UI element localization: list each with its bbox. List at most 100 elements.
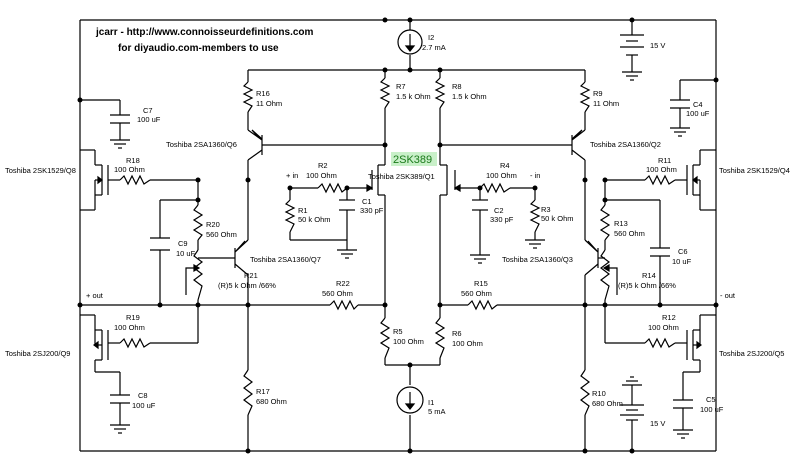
label-c9-value: 10 uF — [176, 249, 196, 258]
label-c5: C5 — [706, 395, 716, 404]
resistor-r2 — [317, 182, 348, 194]
current-source-i1 — [396, 386, 424, 414]
label-r5: R5 — [393, 327, 403, 336]
part-highlight-label: 2SK389 — [393, 154, 432, 166]
resistor-r3 — [529, 199, 541, 233]
label-r16: R16 — [256, 89, 270, 98]
resistor-r13 — [599, 204, 611, 241]
label-q8: Toshiba 2SK1529/Q8 — [5, 166, 76, 175]
label-r17-value: 680 Ohm — [256, 397, 287, 406]
ground-symbols — [110, 71, 693, 439]
label-c7-value: 100 uF — [137, 115, 161, 124]
label-v15-bottom: 15 V — [650, 419, 665, 428]
ground-input-right — [470, 254, 490, 264]
label-i1-value: 5 mA — [428, 407, 446, 416]
capacitor-c5 — [673, 399, 693, 409]
battery-15v-bottom — [620, 404, 644, 421]
component-labels: I2 2.7 mA I1 5 mA 15 V 15 V R7 1.5 k Ohm… — [5, 33, 790, 428]
capacitor-c9 — [150, 237, 170, 251]
label-r14-value: (R)5 k Ohm /66% — [618, 281, 676, 290]
label-r21-value: (R)5 k Ohm /66% — [218, 281, 276, 290]
label-c9: C9 — [178, 239, 188, 248]
ground-c4 — [670, 127, 690, 137]
resistor-r1 — [284, 199, 296, 233]
label-r22-value: 560 Ohm — [322, 289, 353, 298]
label-r14: R14 — [642, 271, 656, 280]
label-r22: R22 — [336, 279, 350, 288]
part-highlight — [391, 152, 437, 166]
label-r4: R4 — [500, 161, 510, 170]
label-r7-value: 1.5 k Ohm — [396, 92, 431, 101]
label-r3: R3 — [541, 205, 551, 214]
label-q3: Toshiba 2SA1360/Q3 — [502, 255, 573, 264]
transistor-q3 — [584, 239, 599, 276]
label-r2-value: 100 Ohm — [306, 171, 337, 180]
label-out-positive: + out — [86, 291, 104, 300]
capacitor-c1 — [339, 199, 355, 211]
label-r6: R6 — [452, 329, 462, 338]
label-r13-value: 560 Ohm — [614, 229, 645, 238]
label-r10: R10 — [592, 389, 606, 398]
transistor-q1 — [366, 164, 461, 196]
ground-v15-top — [622, 71, 642, 81]
label-r8: R8 — [452, 82, 462, 91]
resistor-r16 — [242, 81, 254, 113]
label-r19: R19 — [126, 313, 140, 322]
resistor-r4 — [479, 182, 511, 194]
resistor-r15 — [467, 299, 498, 311]
label-q4: Toshiba 2SK1529/Q4 — [719, 166, 790, 175]
capacitor-c4 — [670, 99, 690, 109]
label-i2: I2 — [428, 33, 434, 42]
wiring — [79, 19, 717, 452]
label-q5: Toshiba 2SJ200/Q5 — [719, 349, 784, 358]
label-c2-value: 330 pF — [490, 215, 514, 224]
resistor-r17 — [243, 369, 253, 416]
resistor-r18 — [119, 174, 151, 186]
header-line-2: for diyaudio.com-members to use — [118, 43, 279, 54]
transistor-q7 — [234, 239, 249, 276]
label-c6: C6 — [678, 247, 688, 256]
capacitor-c7 — [110, 114, 130, 124]
resistors — [119, 77, 676, 416]
transistor-q4 — [686, 164, 701, 196]
label-q7: Toshiba 2SA1360/Q7 — [250, 255, 321, 264]
label-r18-value: 100 Ohm — [114, 165, 145, 174]
battery-15v-top — [620, 34, 644, 56]
resistor-r10 — [580, 369, 590, 416]
label-q6: Toshiba 2SA1360/Q6 — [166, 140, 237, 149]
label-r11: R11 — [658, 156, 671, 165]
label-input-positive: + in — [286, 171, 298, 180]
label-r1-value: 50 k Ohm — [298, 215, 331, 224]
label-r11-value: 100 Ohm — [646, 165, 677, 174]
label-r8-value: 1.5 k Ohm — [452, 92, 487, 101]
label-c4-value: 100 uF — [686, 109, 710, 118]
transistor-q9 — [93, 329, 109, 361]
ground-input-left — [337, 249, 357, 259]
ground-c7 — [110, 139, 130, 149]
label-c1: C1 — [362, 197, 372, 206]
label-r6-value: 100 Ohm — [452, 339, 483, 348]
label-c6-value: 10 uF — [672, 257, 692, 266]
label-r12: R12 — [662, 313, 676, 322]
resistor-r7 — [379, 77, 391, 109]
label-r15: R15 — [474, 279, 488, 288]
label-c1-value: 330 pF — [360, 206, 384, 215]
label-c2: C2 — [494, 206, 504, 215]
label-r12-value: 100 Ohm — [648, 323, 679, 332]
label-r18: R18 — [126, 156, 140, 165]
label-r20: R20 — [206, 220, 220, 229]
transistor-q8 — [94, 164, 109, 196]
label-c8: C8 — [138, 391, 148, 400]
label-r1: R1 — [298, 206, 308, 215]
resistor-r22 — [329, 299, 359, 311]
capacitors — [110, 99, 693, 409]
label-r15-value: 560 Ohm — [461, 289, 492, 298]
label-i1: I1 — [428, 398, 434, 407]
label-r3-value: 50 k Ohm — [541, 214, 574, 223]
label-r17: R17 — [256, 387, 270, 396]
battery-symbols — [620, 34, 644, 421]
transistor-q6 — [247, 129, 263, 161]
resistor-r8 — [434, 77, 446, 109]
label-out-negative: - out — [720, 291, 736, 300]
